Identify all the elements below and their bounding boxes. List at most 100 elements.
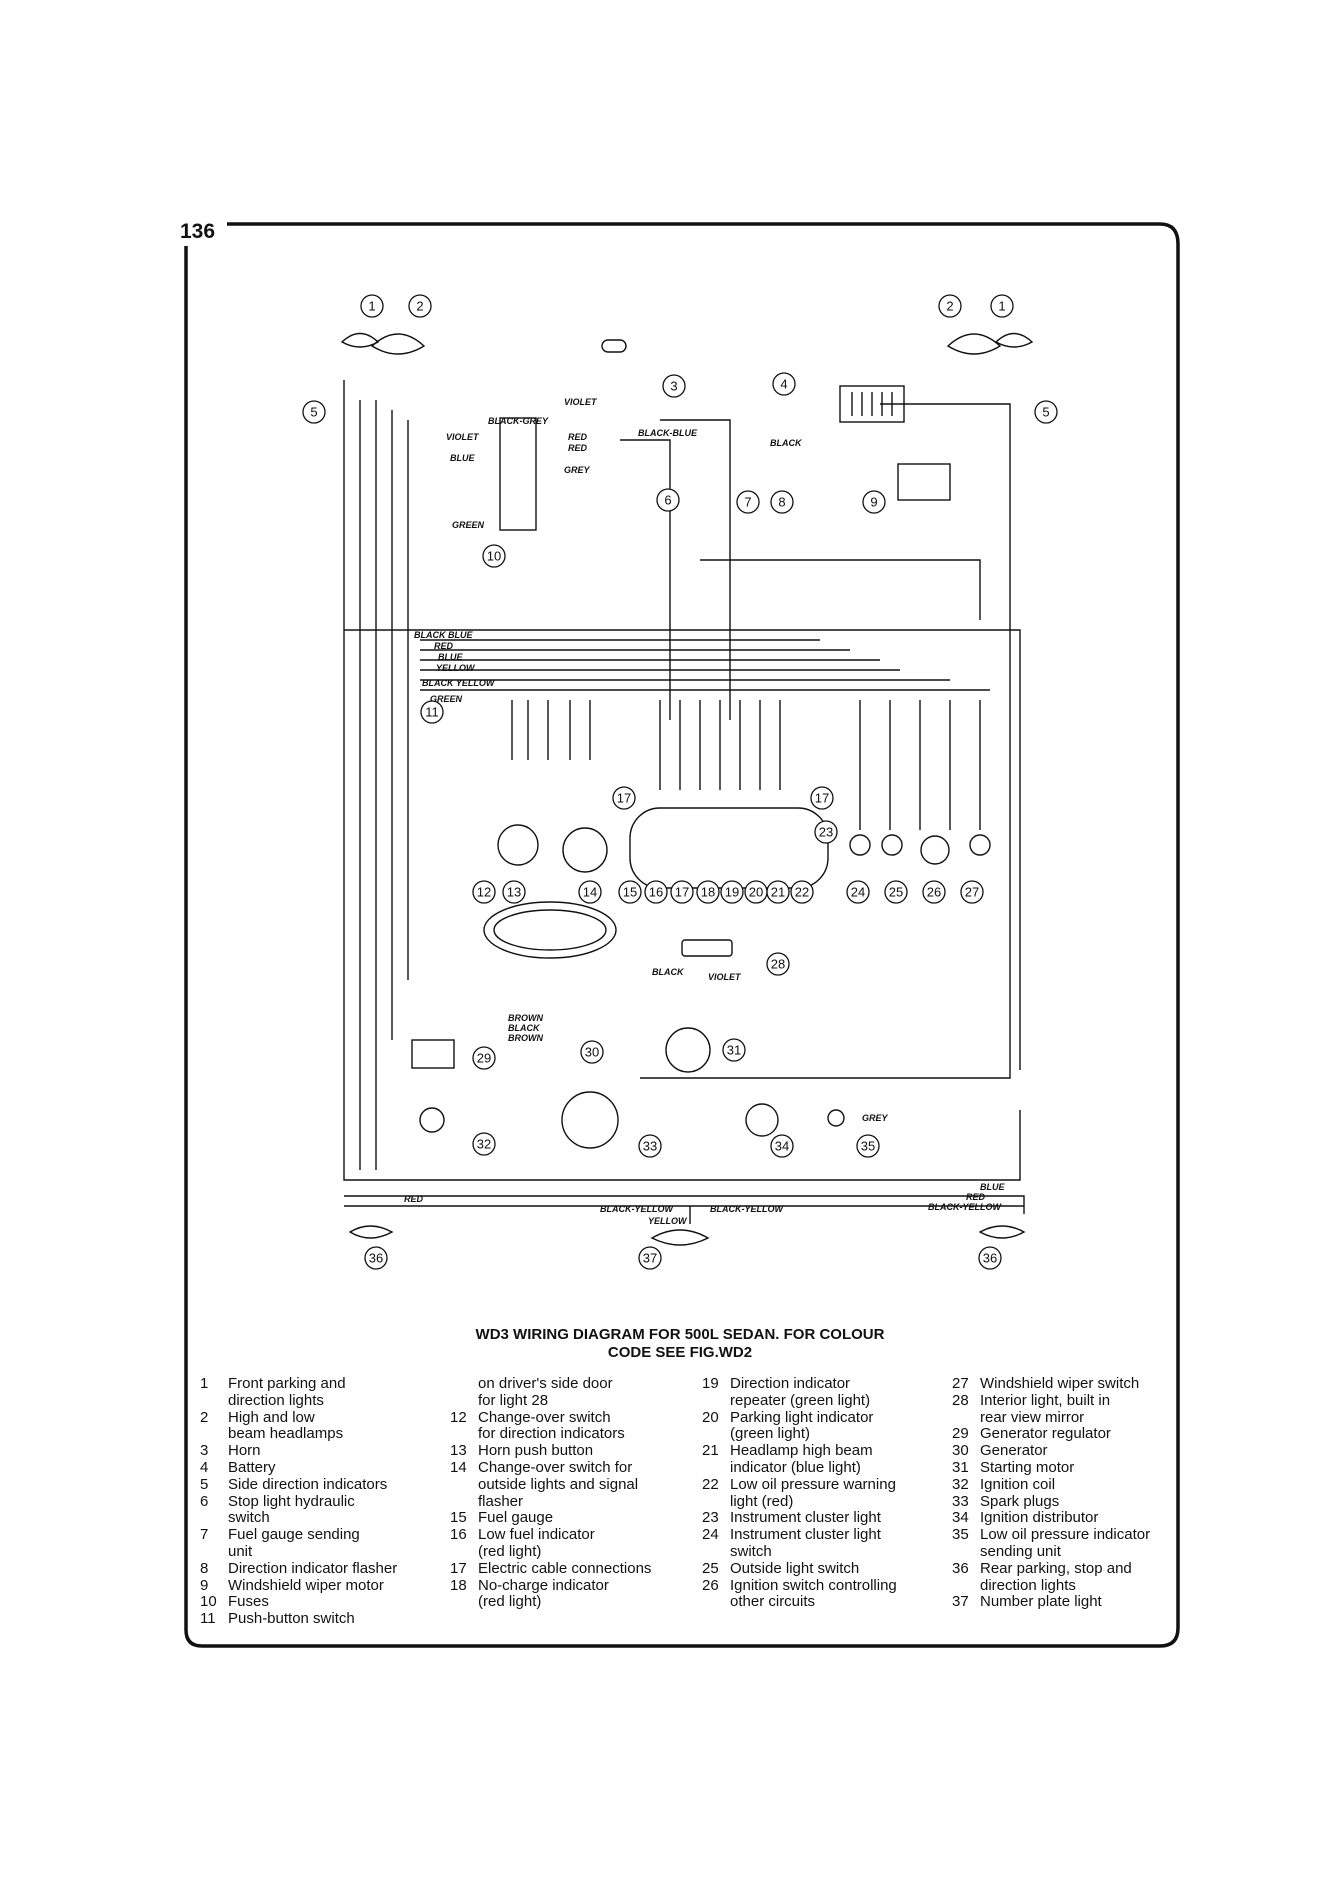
legend-item-7: unit: [200, 1543, 397, 1561]
callout-30-circle: [580, 1040, 604, 1064]
callout-36-circle: [978, 1246, 1002, 1270]
callout-1-circle: [360, 294, 384, 318]
label-black-blue-mid: BLACK BLUE: [414, 630, 473, 640]
callout-33-circle: [638, 1134, 662, 1158]
label-grey-bottom: GREY: [862, 1113, 889, 1123]
callout-2: 2: [946, 299, 953, 314]
legend-text: Direction indicator: [730, 1375, 851, 1392]
callout-25: 25: [889, 885, 903, 900]
legend-text: Number plate light: [980, 1593, 1102, 1611]
number-plate-light: [650, 1229, 710, 1246]
callout-4-circle: [772, 372, 796, 396]
legend-text: Fuel gauge: [478, 1509, 554, 1527]
legend-number: 10: [200, 1593, 217, 1611]
regulator: [411, 1039, 455, 1069]
label-brown: BROWN: [508, 1013, 543, 1023]
wiper-motor: [897, 463, 951, 501]
figure-caption: WD3 WIRING DIAGRAM FOR 500L SEDAN. FOR C…: [400, 1326, 960, 1362]
legend-number: 24: [702, 1526, 719, 1544]
callout-34: 34: [775, 1139, 789, 1154]
callout-7: 7: [744, 495, 751, 510]
callout-21-circle: [766, 880, 790, 904]
legend-number: [450, 1494, 478, 1511]
legend-text: Low oil pressure warning: [730, 1475, 896, 1493]
legend-number: 8: [200, 1559, 209, 1577]
callout-31: 31: [727, 1043, 741, 1058]
legend-number: 18: [450, 1576, 467, 1594]
legend-number: 21: [702, 1442, 719, 1460]
legend-number: [450, 1426, 478, 1443]
legend-number: 15: [450, 1509, 467, 1527]
legend-number: 29: [952, 1425, 969, 1443]
callout-15-circle: [618, 880, 642, 904]
legend-text: Fuses: [228, 1593, 269, 1611]
callout-30: 30: [585, 1045, 599, 1060]
callout-4: 4: [780, 377, 787, 392]
legend-number: 1: [200, 1375, 209, 1392]
starting-motor: [665, 1027, 711, 1073]
legend-item-26: other circuits: [702, 1594, 897, 1611]
callout-10: 10: [487, 549, 501, 564]
legend-item-19: repeater (green light): [702, 1391, 897, 1410]
legend-text: switch: [730, 1542, 772, 1560]
main-loom: [343, 380, 1021, 1181]
callout-5-circle: [1034, 400, 1058, 424]
label-violet: VIOLET: [564, 397, 598, 407]
legend-number: 34: [952, 1509, 969, 1527]
legend-number: 33: [952, 1492, 969, 1510]
legend-text: Instrument cluster light: [730, 1526, 881, 1544]
callout-35: 35: [861, 1139, 875, 1154]
legend-text: (red light): [478, 1542, 542, 1560]
legend-text: Side direction indicators: [228, 1475, 388, 1493]
callout-20: 20: [749, 885, 763, 900]
legend-number: [702, 1426, 730, 1443]
legend-item-18: (red light): [450, 1594, 651, 1611]
legend-text: Low fuel indicator: [478, 1526, 595, 1544]
legend-text: Spark plugs: [980, 1492, 1060, 1510]
label-green-fuse: GREEN: [452, 520, 485, 530]
legend-number: 35: [952, 1526, 969, 1544]
callout-13: 13: [507, 885, 521, 900]
legend-text: Low oil pressure indicator: [980, 1526, 1151, 1544]
callout-33: 33: [643, 1139, 657, 1154]
callout-5: 5: [1042, 405, 1049, 420]
legend-number: 5: [200, 1475, 209, 1493]
change-over-switch-14: [562, 827, 608, 873]
legend-text: repeater (green light): [730, 1391, 871, 1409]
label-black-reg: BLACK: [508, 1023, 541, 1033]
callout-36: 36: [983, 1251, 997, 1266]
legend-text: Ignition switch controlling: [730, 1576, 897, 1594]
legend-number: 16: [450, 1526, 467, 1544]
legend-item-5: 5 Side direction indicators: [200, 1475, 397, 1494]
legend-item-12: for direction indicators: [450, 1426, 651, 1443]
legend-text: Change-over switch: [478, 1408, 611, 1426]
change-over-switch-12: [497, 824, 539, 866]
rear-light-right: [978, 1225, 1026, 1239]
legend-number: [952, 1410, 980, 1427]
legend-item-14: flasher: [450, 1493, 651, 1511]
callout-24-circle: [846, 880, 870, 904]
callout-2: 2: [416, 299, 423, 314]
label-red-rear: RED: [404, 1194, 424, 1204]
caption-line-2: CODE SEE FIG.WD2: [607, 1344, 753, 1361]
legend-text: Generator regulator: [980, 1425, 1111, 1443]
legend-text: Generator: [980, 1442, 1048, 1460]
legend-number: 26: [702, 1576, 719, 1594]
label-red-2: RED: [568, 443, 588, 453]
callout-26-circle: [922, 880, 946, 904]
legend-number: 23: [702, 1509, 719, 1527]
callout-22-circle: [790, 880, 814, 904]
label-violet-bottom: VIOLET: [708, 972, 742, 982]
